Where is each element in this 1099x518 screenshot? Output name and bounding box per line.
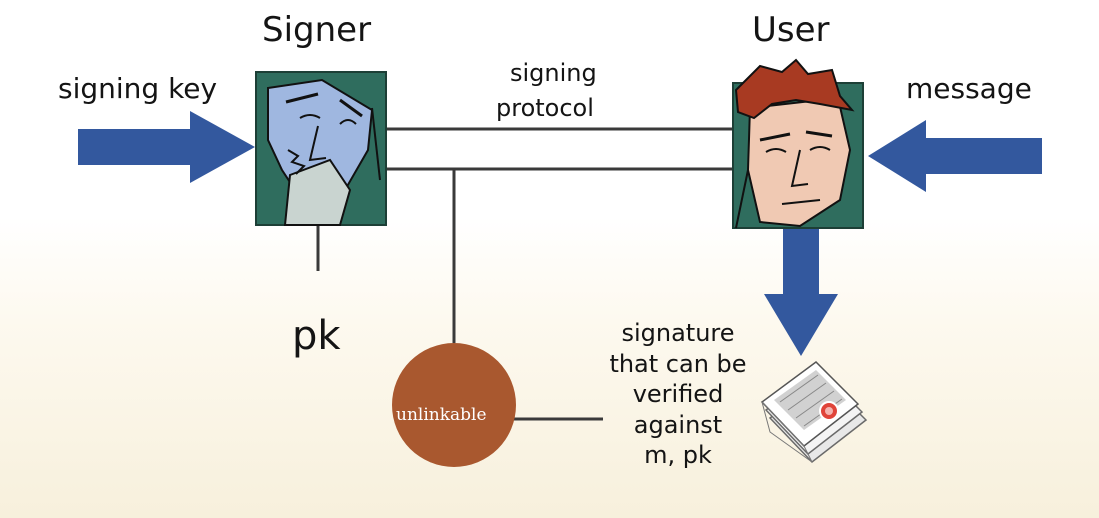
signature-line: signature <box>621 319 735 347</box>
user-portrait-icon <box>732 58 864 229</box>
unlinkable-label: unlinkable <box>396 405 487 425</box>
unlinkable-circle <box>392 343 516 467</box>
signing-key-arrow <box>78 111 255 183</box>
message-arrow <box>868 120 1042 192</box>
protocol-lines <box>316 127 733 421</box>
signer-portrait-icon <box>255 71 387 226</box>
signature-line: verified <box>632 380 724 408</box>
signature-line: m, pk <box>644 441 712 469</box>
signature-description: signature that can be verified against m… <box>603 318 753 471</box>
message-label: message <box>906 72 1032 105</box>
signer-title: Signer <box>262 10 372 50</box>
signed-document-icon <box>760 361 868 464</box>
output-arrow <box>764 228 838 356</box>
protocol-label-line2: protocol <box>496 94 594 122</box>
protocol-label-line1: signing <box>510 59 597 87</box>
user-title: User <box>752 10 830 50</box>
signature-line: against <box>633 410 723 439</box>
signing-key-label: signing key <box>58 72 218 105</box>
signature-line: that can be <box>609 349 747 378</box>
pk-label: pk <box>292 313 341 359</box>
